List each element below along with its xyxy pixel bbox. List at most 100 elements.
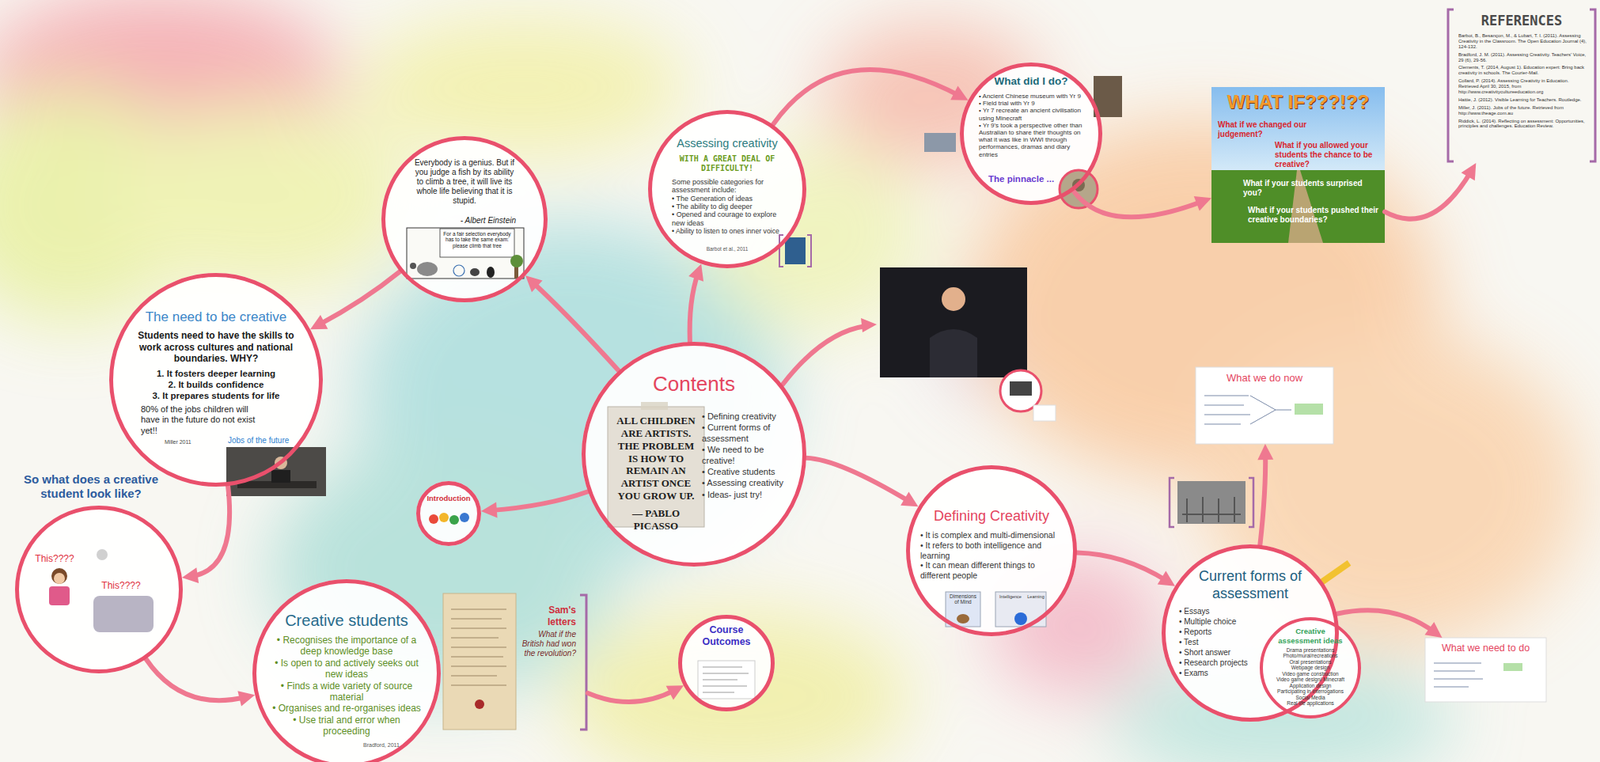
letter-picture — [443, 593, 516, 730]
topic-circle: Current forms of assessment• Essays• Mul… — [1161, 544, 1339, 722]
text-group: Students need to have the skills to work… — [132, 329, 300, 365]
node-title: The need to be creative — [132, 309, 300, 327]
circle-outline — [418, 483, 480, 545]
idea-item: Application design — [1269, 682, 1352, 689]
arrowhead — [310, 314, 328, 330]
text-group: What we do now — [1195, 371, 1334, 385]
circle-outline — [583, 344, 805, 565]
node-title: Sam's letters — [517, 604, 577, 628]
paint-splash — [110, 102, 412, 293]
idea-item: Social Media — [1269, 694, 1352, 701]
exam-cartoon — [406, 227, 524, 279]
text-group: Dimensions of Mind — [947, 593, 979, 605]
text-group: Creative assessment ideas — [1275, 626, 1346, 645]
connector — [587, 685, 684, 702]
bullet-item: • Ideas- just try! — [701, 489, 789, 501]
bullet-item: • It refers to both intelligence and lea… — [920, 540, 1063, 562]
circle-fill — [252, 579, 441, 762]
arrowhead — [1461, 163, 1477, 181]
text-group: The need to be creative — [132, 309, 300, 327]
citation: Bradford, 2011 — [363, 742, 414, 750]
exam-cartoon — [409, 262, 417, 270]
bullet-item: • Multiple choice — [1179, 616, 1255, 627]
bullet-item: • Research projects — [1179, 657, 1255, 668]
text-group: Sam's letters — [517, 604, 577, 628]
book-covers — [956, 614, 970, 624]
cartoon-caption: For a fair selection everybody has to ta… — [443, 231, 512, 249]
contents-circle: ContentsALL CHILDREN ARE ARTISTS. THE PR… — [581, 341, 807, 567]
body-text: 80% of the jobs children will have in th… — [140, 404, 260, 437]
circle-fill — [416, 481, 482, 546]
video-still — [782, 267, 1056, 421]
text-group: Jobs of the future — [227, 436, 304, 446]
connector-curve — [1259, 453, 1266, 546]
slide-card — [1425, 637, 1547, 702]
topic-circle: The need to be creativeStudents need to … — [109, 272, 323, 487]
caption: The pinnacle ... — [988, 173, 1063, 185]
small-circle: Introduction — [416, 481, 482, 546]
bullet-item: • Reports — [1179, 626, 1255, 637]
factory-photo — [1182, 496, 1241, 523]
text-group: Drama presentationsPhoto/mural/recreatio… — [1269, 647, 1352, 707]
idea-item: Video game construction — [1269, 671, 1352, 677]
exam-cartoon — [406, 227, 524, 279]
quote-author: - Albert Einstein — [436, 216, 516, 226]
paint-splash — [356, 15, 689, 159]
letter-panel: Sam's lettersWhat if the British had won… — [441, 591, 588, 733]
slide-card — [1195, 367, 1334, 444]
text-group: What we need to do — [1425, 642, 1547, 655]
image-label: This???? — [92, 580, 150, 592]
circle-outline — [680, 617, 774, 710]
factory-photo — [1169, 477, 1254, 528]
image-label: This???? — [29, 553, 80, 565]
book-title: Intelligence — [996, 594, 1025, 600]
connector-curve — [773, 69, 960, 125]
bullet-item: • Field trial with Yr 9 — [978, 99, 1085, 107]
text-group: What if your students pushed their creat… — [1247, 205, 1380, 225]
node-title: Current forms of assessment — [1186, 568, 1314, 603]
question-text: What if your students pushed their creat… — [1247, 205, 1380, 225]
reference-brackets — [1448, 9, 1596, 162]
question-text: What if your students surprised you? — [1243, 178, 1370, 198]
exam-cartoon — [486, 266, 495, 278]
kids-picture — [449, 515, 459, 525]
bullet-item: Some possible categories for assessment … — [671, 178, 783, 195]
text-group: Current forms of assessment — [1186, 568, 1314, 603]
text-group: • It is complex and multi-dimensional• I… — [920, 530, 1063, 581]
bullet-item: • Use trial and error when proceeding — [271, 714, 422, 738]
text-group: 80% of the jobs children will have in th… — [140, 404, 260, 437]
quote-text: Everybody is a genius. But if you judge … — [413, 158, 516, 206]
letter-picture — [443, 593, 587, 730]
citation: Barbot et al., 2011 — [687, 246, 767, 253]
connector-curve — [145, 659, 246, 701]
node-title: What we do now — [1195, 371, 1334, 385]
node-title: What we need to do — [1425, 642, 1547, 655]
bullet-item: • Test — [1179, 636, 1255, 648]
reference-entry: Bradford, J. M. (2011). Assessing Creati… — [1458, 52, 1587, 64]
node-title: Contents — [638, 371, 750, 398]
numbered-item: 2. It builds confidence — [132, 379, 300, 391]
connector-curve — [1384, 170, 1472, 219]
node-title: Introduction — [420, 493, 477, 504]
what-if-picture — [1211, 87, 1385, 171]
circle-outline — [383, 138, 546, 301]
numbered-item: 1. It fosters deeper learning — [132, 367, 300, 380]
text-group: Assessing creativity — [663, 136, 791, 152]
history-photos — [924, 132, 956, 152]
exam-cartoon — [453, 265, 465, 277]
text-group: Learning — [1024, 594, 1047, 600]
connector — [181, 485, 230, 584]
letter-picture — [474, 699, 485, 710]
question-text: What if you allowed your students the ch… — [1274, 140, 1380, 171]
connector — [525, 275, 619, 371]
node-title: Defining Creativity — [920, 508, 1063, 526]
circle-fill — [15, 62, 1362, 762]
arrowhead — [666, 685, 684, 700]
circle-outline — [416, 481, 482, 546]
factory-photo — [1177, 481, 1246, 524]
circle-fill — [1259, 617, 1362, 719]
connector — [310, 271, 400, 330]
picasso-sign — [640, 401, 668, 410]
text-group: Miller 2011 — [164, 439, 213, 447]
